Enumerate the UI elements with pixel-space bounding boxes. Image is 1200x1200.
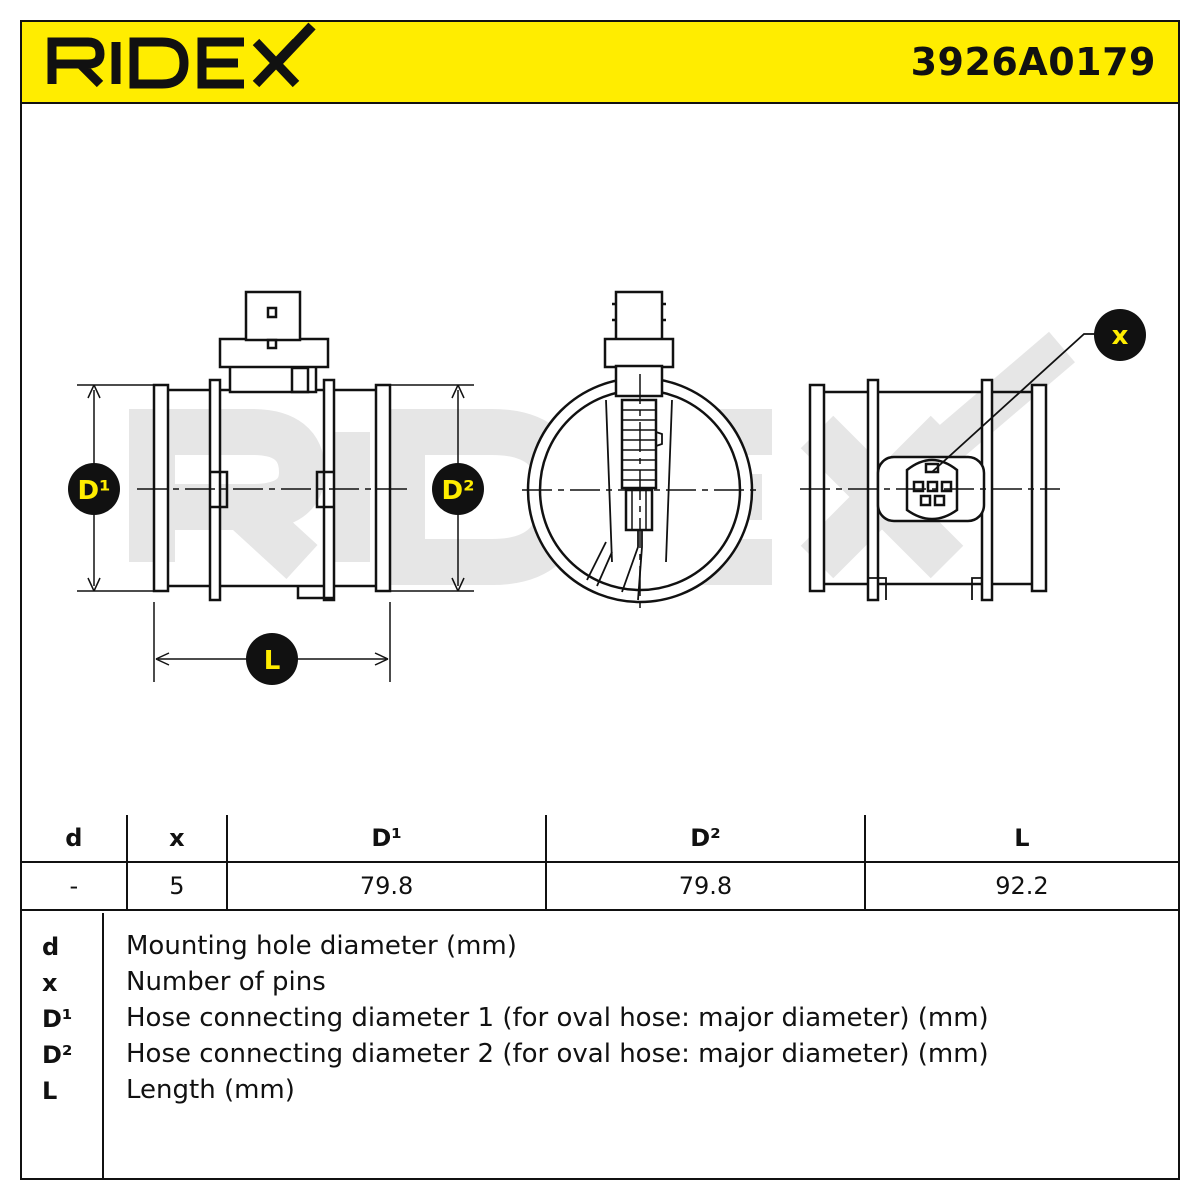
- svg-text:L: L: [264, 646, 281, 676]
- spec-value-l: 92.2: [863, 861, 1178, 911]
- legend-symbol: d: [42, 933, 60, 961]
- technical-drawing: D¹ D² L x: [68, 290, 1146, 685]
- callout-l: L: [246, 633, 298, 685]
- spec-table: d x D¹ D² L - 5 79.8 79.8 92.2: [22, 815, 1178, 911]
- callout-x: x: [1094, 309, 1146, 361]
- connector-view: [800, 333, 1100, 602]
- svg-text:D¹: D¹: [78, 476, 111, 506]
- legend-description: Length (mm): [126, 1075, 295, 1105]
- spec-value-d: -: [22, 861, 128, 911]
- legend-item: D² Hose connecting diameter 2 (for oval …: [22, 1039, 1178, 1075]
- spec-value-d1: 79.8: [226, 861, 547, 911]
- front-view: [522, 290, 758, 612]
- spec-table-header-row: d x D¹ D² L: [22, 815, 1178, 863]
- callout-d1: D¹: [68, 463, 120, 515]
- legend-description: Mounting hole diameter (mm): [126, 931, 517, 961]
- legend-symbol: L: [42, 1077, 58, 1105]
- header-bar: 3926A0179: [22, 22, 1178, 104]
- svg-text:D²: D²: [442, 476, 475, 506]
- legend: d Mounting hole diameter (mm) x Number o…: [22, 913, 1178, 1178]
- spec-header-l: L: [863, 815, 1178, 863]
- spec-value-d2: 79.8: [545, 861, 866, 911]
- part-number: 3926A0179: [910, 40, 1156, 84]
- spec-header-d: d: [22, 815, 128, 863]
- legend-item: D¹ Hose connecting diameter 1 (for oval …: [22, 1003, 1178, 1039]
- legend-description: Hose connecting diameter 1 (for oval hos…: [126, 1003, 989, 1033]
- callout-d2: D²: [432, 463, 484, 515]
- side-view: [77, 290, 474, 682]
- legend-divider: [102, 913, 104, 1178]
- ridex-logo: [47, 22, 316, 89]
- legend-description: Hose connecting diameter 2 (for oval hos…: [126, 1039, 989, 1069]
- spec-header-d1: D¹: [226, 815, 547, 863]
- legend-item: x Number of pins: [22, 967, 1178, 1003]
- spec-table-value-row: - 5 79.8 79.8 92.2: [22, 861, 1178, 911]
- legend-item: L Length (mm): [22, 1075, 1178, 1111]
- spec-value-x: 5: [125, 861, 229, 911]
- legend-item: d Mounting hole diameter (mm): [22, 931, 1178, 967]
- legend-symbol: D¹: [42, 1005, 73, 1033]
- legend-symbol: D²: [42, 1041, 73, 1069]
- datasheet-frame: 3926A0179: [20, 20, 1180, 1180]
- svg-text:x: x: [1112, 321, 1129, 351]
- legend-symbol: x: [42, 969, 58, 997]
- legend-description: Number of pins: [126, 967, 326, 997]
- spec-header-x: x: [125, 815, 229, 863]
- spec-header-d2: D²: [545, 815, 866, 863]
